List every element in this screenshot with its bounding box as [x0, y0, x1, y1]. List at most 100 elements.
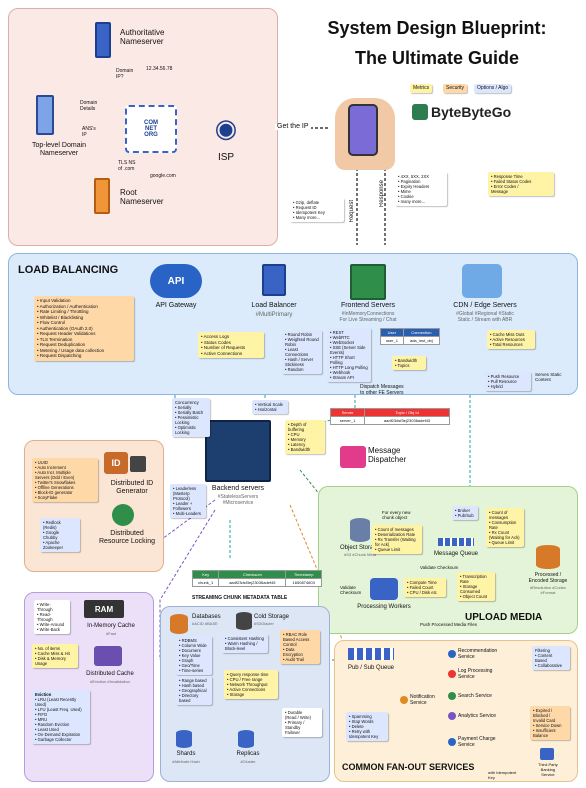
- db-security-notes: • RBAC Role Based Access Control • Data …: [280, 630, 320, 664]
- request-notes: • Gzip, deflate • Request ID • Idempoten…: [290, 198, 344, 222]
- authoritative-server-icon: [95, 22, 111, 58]
- frontend-servers-label: Frontend Servers: [340, 302, 396, 309]
- page-title-line1: System Design Blueprint:: [327, 18, 547, 38]
- push-media-label: Push Processed Media Files: [420, 622, 478, 627]
- ip-label: 12.34.56.78: [146, 66, 173, 72]
- static-content-label: Serves Static Content: [535, 372, 562, 382]
- root-nameserver-label: Root Nameserver: [120, 188, 164, 206]
- databases-hash: #ACID #BASE: [192, 621, 218, 626]
- dispatcher-label: Message Dispatcher: [368, 446, 407, 464]
- cdn-icon: [462, 264, 502, 298]
- cache-policies: • Write- Through • Read- Through • Write…: [34, 600, 70, 634]
- id-generator-label: Distributed ID Generator: [110, 480, 154, 495]
- analytics-label: Analytics Service: [458, 713, 497, 719]
- processing-workers-label: Processing Workers: [357, 604, 411, 610]
- bank-icon: [540, 748, 554, 760]
- lock-label: Distributed Resource Locking: [98, 530, 156, 545]
- response-metrics-notes: • Response Time • Failed Status Codes • …: [488, 172, 554, 196]
- lock-list: • Redlock (Redis) • Google Chubby • Apac…: [40, 518, 80, 552]
- sharding-notes: • Range based • Hash based • Geographica…: [176, 676, 212, 705]
- object-storage-hash: #S3 #Chunk Meta: [343, 552, 377, 557]
- legend-options: Options / Algo: [474, 84, 512, 93]
- cold-storage-hash: #S3Glacier: [254, 621, 274, 626]
- load-balancer-hash: #MultiPrimary: [255, 312, 293, 318]
- third-party-label: Third-Party Banking Service: [538, 762, 558, 777]
- lb-algorithms: • Round Robin • Weighted Round Robin • L…: [282, 330, 322, 374]
- replicas-hash: #Cluster: [240, 759, 256, 764]
- new-chunk-label: For every new chunk object: [382, 510, 411, 520]
- idempotent-key-label: with Idempotent Key: [488, 770, 517, 780]
- dispatcher-header-server: Server: [329, 408, 366, 417]
- shards-hash: #Attribute Hash: [172, 759, 200, 764]
- id-generator-list: • UUID • Auto Increment • Auto Incr. Mul…: [32, 458, 98, 502]
- notification-label: Notification Service: [410, 694, 435, 706]
- authoritative-nameserver-label: Authoritative Nameserver: [120, 28, 165, 46]
- object-storage-notes: • Count of messages • Deserialization Ra…: [372, 525, 422, 554]
- domain-ip-label: Domain IP?: [116, 68, 134, 80]
- processed-storage-hash: #Resolution #Codec #Format: [529, 585, 567, 595]
- broker-notes: • Broker • Pub/Sub: [452, 506, 478, 520]
- recommendation-icon: [448, 650, 456, 658]
- upload-media-panel: [318, 486, 578, 634]
- conn-user-cell: user_1: [380, 336, 404, 345]
- scale-notes: • Vertical Scale • Horizontal: [252, 400, 288, 414]
- google-label: google.com: [150, 173, 176, 179]
- val-checksum-label: Validate Checksum: [340, 585, 362, 595]
- response-label: Response: [379, 180, 385, 208]
- backend-servers-hash: #StatelessServers #Microservice: [217, 494, 259, 506]
- processed-storage-icon: [536, 545, 560, 569]
- ans-ip-label: ANS's IP: [82, 126, 96, 138]
- metadata-caption: STREAMING CHUNK METADATA TABLE: [192, 595, 288, 601]
- cpu-icon: [130, 456, 146, 472]
- ram-icon: RAM: [84, 600, 124, 618]
- in-memory-cache-label: In-Memory Cache: [87, 623, 135, 629]
- in-memory-cache-hash: #Fast: [105, 631, 116, 636]
- metadata-timestamp-cell: 1650874603: [285, 578, 322, 587]
- eviction-list: • LRU (Least Recently Used) • LFU (Least…: [35, 697, 82, 742]
- isp-label: ISP: [217, 152, 235, 163]
- tld-nameserver-label: Top-level Domain Nameserver: [31, 142, 87, 157]
- resolver-domains: COM NET ORG: [144, 120, 158, 138]
- frontend-servers-icon: [350, 264, 386, 300]
- lock-icon: [112, 504, 134, 526]
- distributed-cache-label: Distributed Cache: [86, 671, 134, 677]
- metadata-header-checksum: Checksum: [218, 570, 287, 579]
- get-ip-label: Get the IP: [275, 123, 311, 130]
- root-server-icon: [94, 178, 110, 214]
- cdn-label: CDN / Edge Servers: [453, 302, 517, 309]
- cold-storage-icon: [236, 612, 252, 630]
- load-balancer-icon: [262, 264, 286, 296]
- replicas-icon: [238, 730, 254, 748]
- lb-metrics-notes: • Access Logs • Status Codes • Number of…: [198, 332, 264, 358]
- legend-metrics: Metrics: [410, 84, 433, 93]
- processing-workers-icon: [370, 578, 398, 600]
- notification-list: • Spamming • Stop Words • Delete • Retry…: [346, 712, 388, 741]
- replication-notes: • Durable (Read / Write) • Primary / Sta…: [282, 708, 322, 737]
- concurrency-notes: Concurrency • Serially • Serially Batch …: [172, 398, 210, 437]
- tld-server-icon: [36, 95, 54, 135]
- log-icon: [448, 670, 456, 678]
- shards-label: Shards: [176, 751, 196, 757]
- fanout-heading: COMMON FAN-OUT SERVICES: [342, 762, 475, 772]
- cache-panel: [24, 592, 154, 782]
- load-balancer-label: Load Balancer: [251, 302, 297, 309]
- hashing-notes: • Consistent Hashing • Warm Hashing / Bl…: [222, 634, 268, 653]
- metadata-header-key: Key: [191, 570, 220, 579]
- dispatcher-topic-cell: aadf23dsf3ej23036adef43: [364, 416, 450, 425]
- task-notes: • Transcription Rate • Storage Consumed …: [457, 572, 495, 601]
- legend-security: Security: [443, 84, 468, 93]
- notification-icon: [400, 696, 408, 704]
- fe-protocols: • REST • WebRTC • WebSocket • SSE (Serve…: [327, 328, 371, 382]
- tld-ns-label: TLS NS of .com: [118, 160, 136, 172]
- domain-details-label: Domain Details: [80, 100, 98, 112]
- message-queue-notes: • Count of messages • Consumption Rate •…: [486, 508, 524, 547]
- isp-icon: ◉: [214, 112, 238, 143]
- payment-icon: [448, 738, 456, 746]
- id-icon: ID: [104, 452, 128, 474]
- search-icon: [448, 692, 456, 700]
- request-label: Request: [349, 200, 355, 223]
- resolver-icon: COM NET ORG: [125, 105, 177, 153]
- logo-icon: [412, 104, 428, 120]
- analytics-icon: [448, 712, 456, 720]
